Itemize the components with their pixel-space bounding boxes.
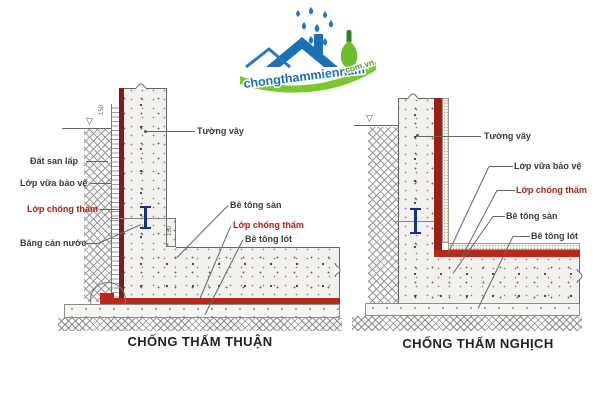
waterstop-icon [410,208,421,210]
leader-line [84,243,98,244]
label-membrane: Lớp chống thấm [516,185,587,195]
right-lean-concrete [365,303,580,316]
left-slab-top-edge [176,247,340,248]
label-lean-concrete: Bê tông lót [531,231,578,241]
left-slab-break-symbol [334,263,341,277]
leader-line [100,209,119,210]
leader-line [86,161,108,162]
left-waterstop-axis-line [111,218,166,219]
right-wall-break-symbol [406,93,420,100]
left-lean-concrete [64,304,340,318]
left-slab-right-edge [339,247,340,298]
water-level-icon: ▽ [366,113,373,123]
waterstop-icon [144,208,147,227]
leader-line [489,166,513,167]
brush-icon [340,30,358,69]
left-membrane-vertical [119,88,124,302]
label-waterstop: Băng cản nước [20,238,87,248]
label-fill-soil: Đất san lấp [30,156,79,166]
leader-dot [416,134,419,137]
right-ground-line [354,125,398,126]
label-membrane-floor: Lớp chống thấm [233,220,304,230]
waterstop-icon [414,210,417,232]
right-mortar-vertical [442,98,449,243]
leader-line [419,136,481,137]
house-roof-icon [245,34,338,69]
right-mortar-horizontal [448,243,580,250]
label-slab: Bê tông sàn [230,200,282,210]
left-wall-right-edge [166,88,167,219]
label-membrane-wall: Lớp chống thấm [27,204,98,214]
left-membrane-horizontal [102,298,340,304]
leader-line [147,131,195,132]
waterstop-icon [410,232,421,234]
waterstop-icon [140,227,151,229]
label-wall: Tường vây [484,131,531,141]
leader-dot [144,130,147,133]
leader-line [497,190,515,191]
left-ground-line [62,128,112,129]
waterstop-icon [140,206,151,208]
left-diagram-title: CHỐNG THẤM THUẬN [127,334,273,349]
right-diagram-title: CHỐNG THẤM NGHỊCH [402,336,554,351]
left-floor-slab [124,247,340,298]
leader-line [513,236,530,237]
right-fill-soil-hatch [368,127,398,303]
company-logo: chongthammiennam com.vn [240,7,376,93]
label-slab: Bê tông sàn [506,211,558,221]
left-fill-soil-hatch [84,128,112,302]
leader-line [90,183,111,184]
label-mortar: Lớp vữa bảo vệ [514,161,582,171]
rain-drops-icon [296,7,334,46]
logo-swoosh [240,62,376,93]
label-lean-concrete: Bê tông lót [245,234,292,244]
left-dim-kicker: 150 [167,225,174,237]
left-base-soil-hatch [58,318,342,331]
label-mortar: Lớp vữa bảo vệ [20,178,88,188]
right-base-soil-hatch [352,316,582,331]
left-wall-break-symbol [134,83,148,90]
label-wall: Tường vây [197,126,244,136]
right-floor-slab [398,257,580,303]
leader-line [493,216,505,217]
right-wall-left-edge [398,98,399,303]
water-level-icon: ▽ [86,116,93,126]
left-kicker-joint [166,218,176,247]
right-membrane-vertical [434,98,442,257]
right-slab-break-symbol [576,269,583,283]
right-membrane-horizontal [434,250,580,257]
left-dim-wall-top: 150 [99,104,106,116]
